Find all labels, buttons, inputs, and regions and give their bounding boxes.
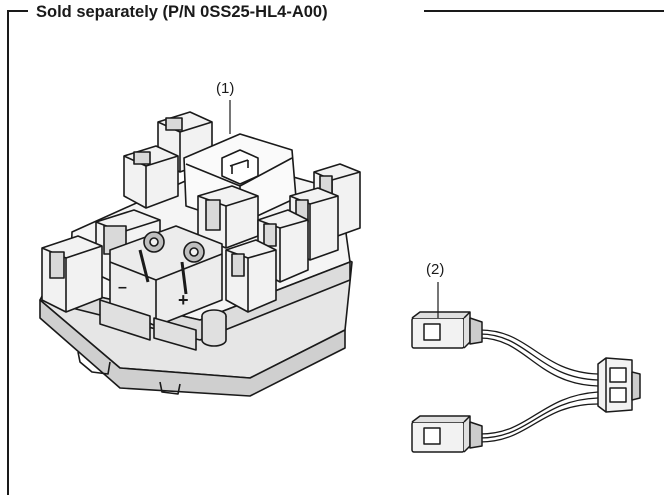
harness-connector-right [597,357,641,413]
frame-border [7,10,664,495]
battery-terminal-block [109,225,227,347]
diagram-title: Sold separately (P/N 0SS25-HL4-A00) [32,2,334,22]
connector-top-left-2 [123,145,179,209]
connector-center [197,185,259,249]
y-harness-drawing [411,311,641,453]
callout-1-label: (1) [216,80,235,97]
polarity-minus-label: – [118,279,127,296]
polarity-plus-label: + [178,290,189,310]
connector-left-2 [41,235,103,313]
junction-box-drawing [39,111,361,397]
harness-connector-lower [411,415,483,453]
connector-right-4 [225,239,277,313]
harness-connector-upper [411,311,483,349]
callout-2-label: (2) [426,261,445,278]
